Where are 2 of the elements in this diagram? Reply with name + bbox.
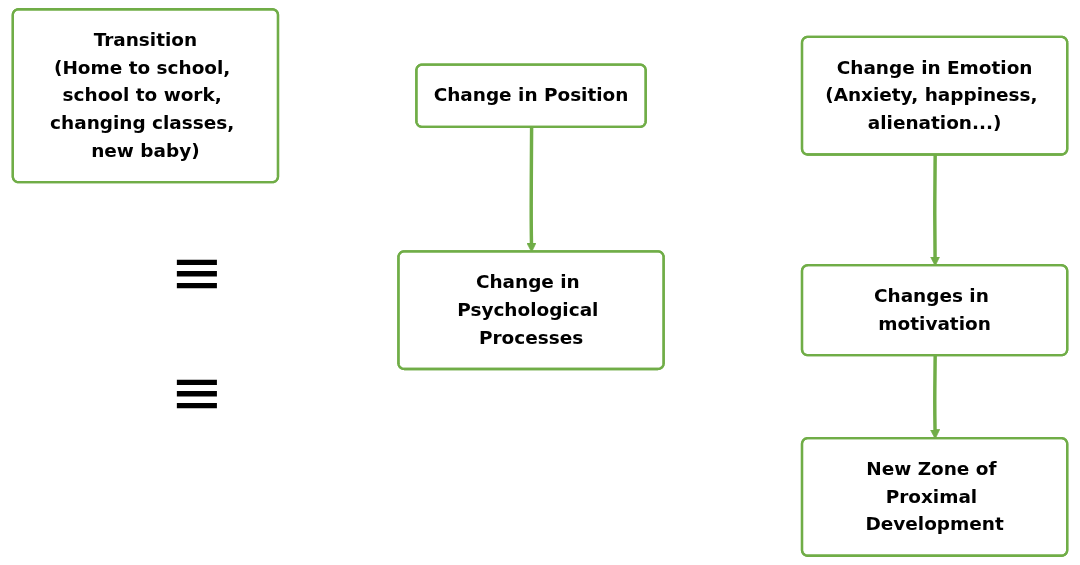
equivalence-sign: ≡ bbox=[170, 240, 224, 304]
equivalence-sign: ≡ bbox=[170, 360, 224, 424]
